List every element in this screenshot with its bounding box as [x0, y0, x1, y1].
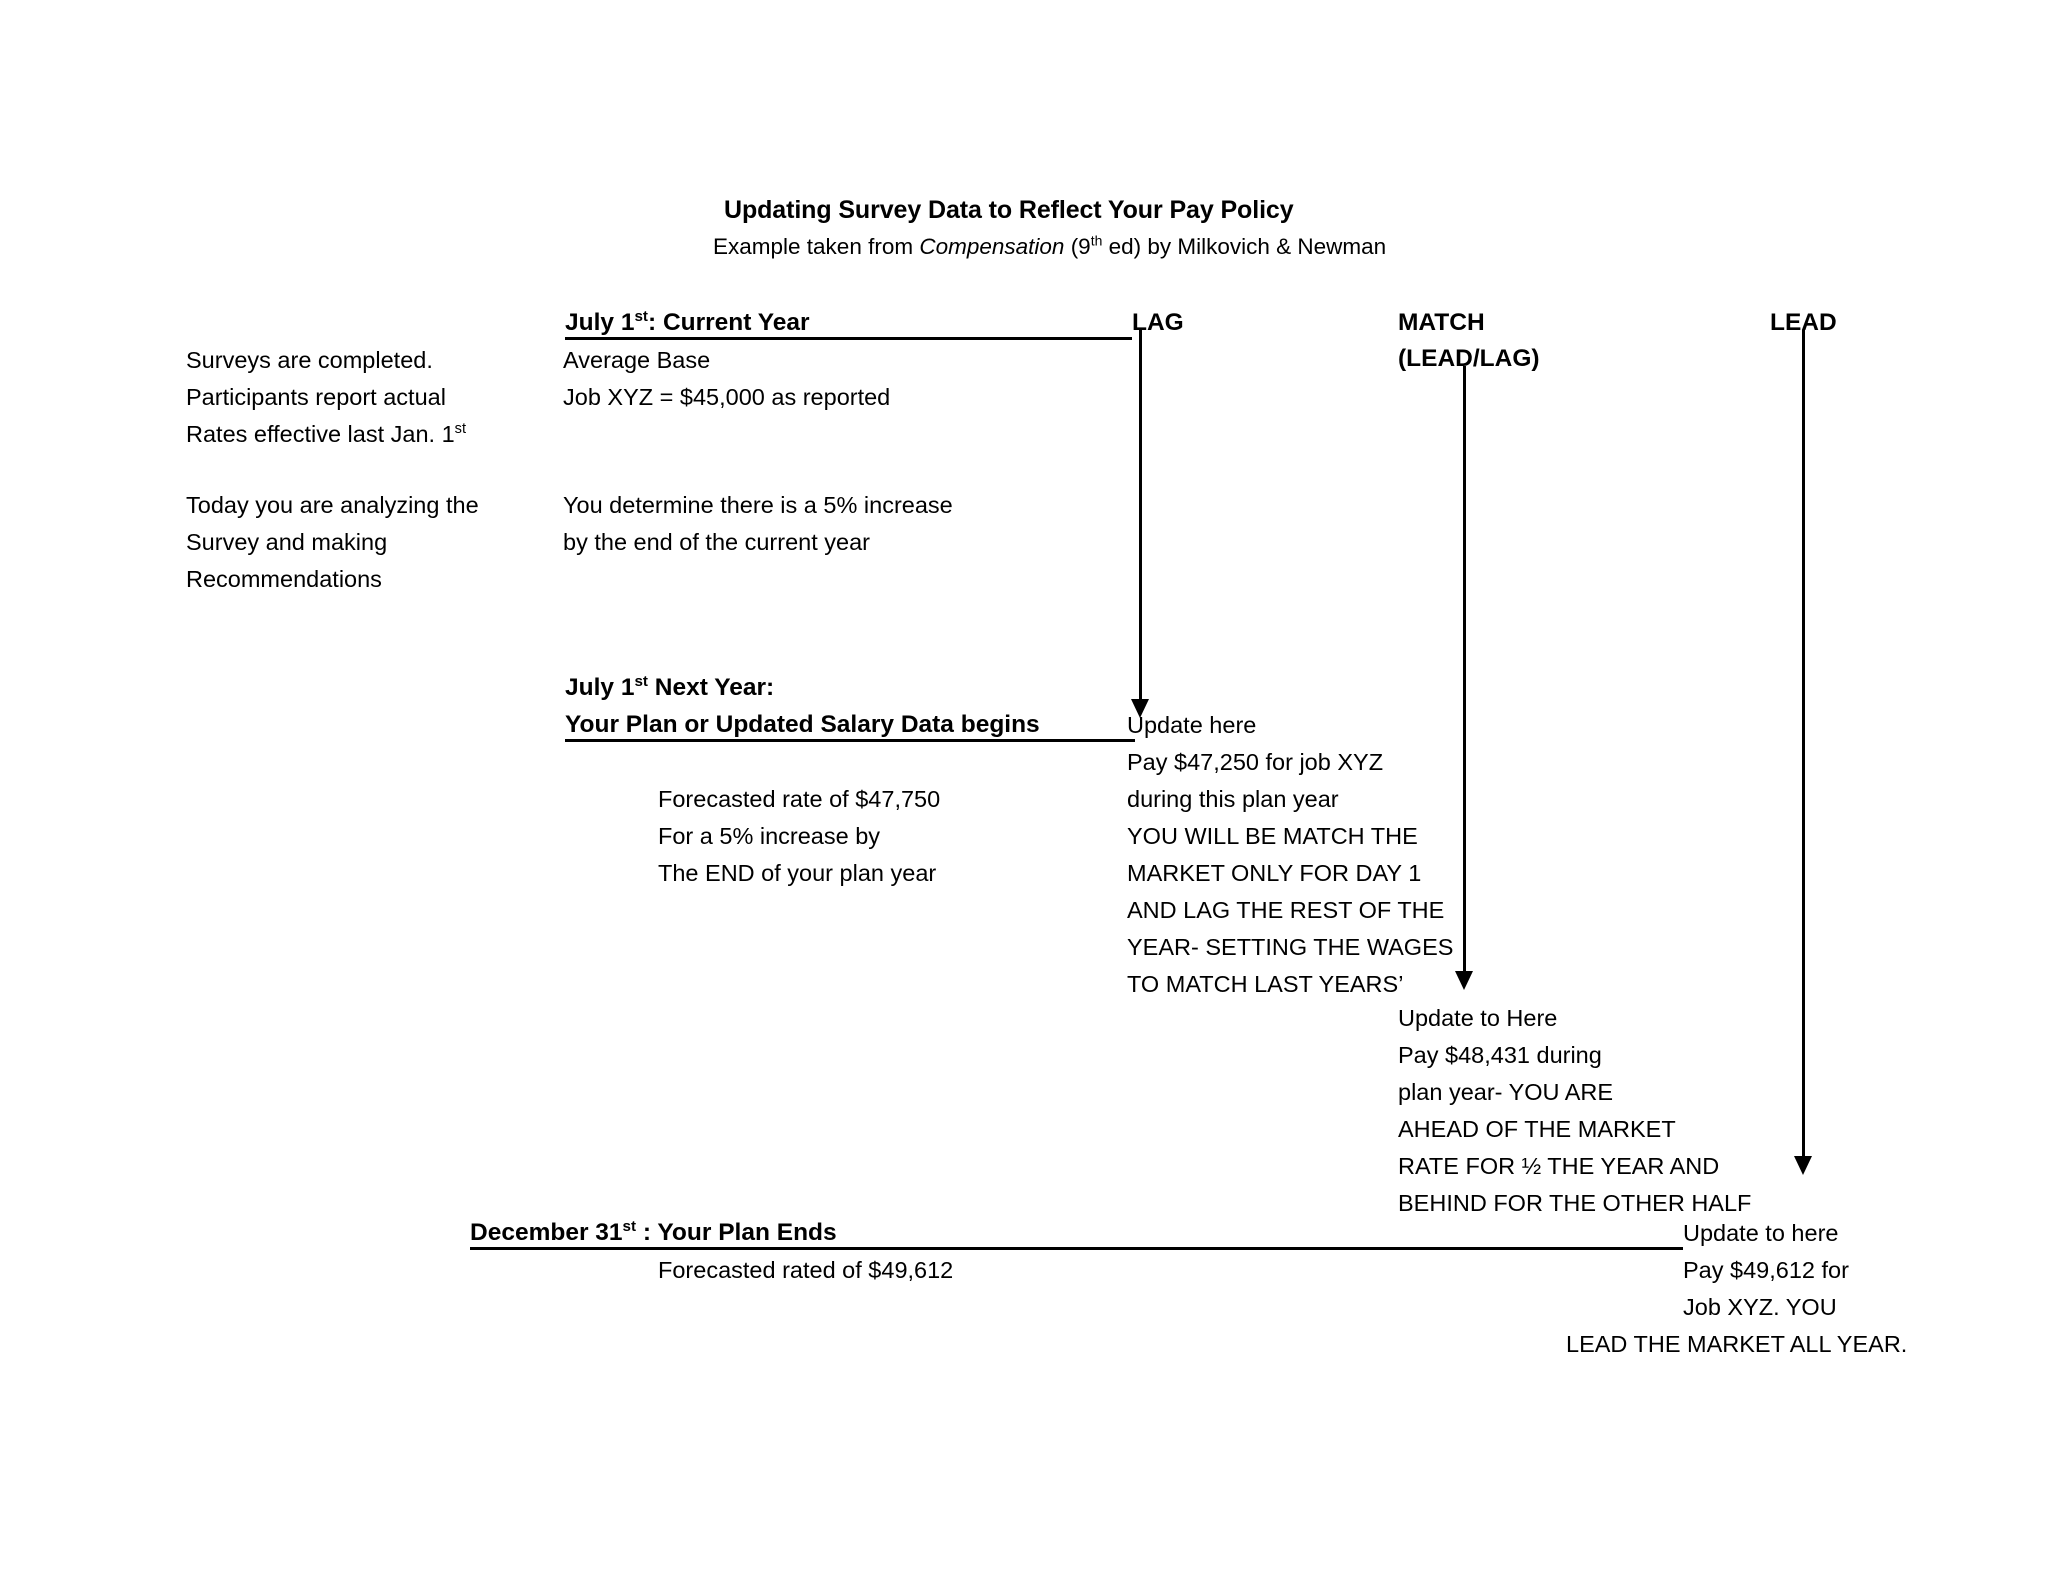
timeline-heading-ordinal: st — [634, 307, 648, 325]
lag-line-7: YEAR- SETTING THE WAGES — [1127, 934, 1454, 960]
center-current-year-line-2: Job XYZ = $45,000 as reported — [563, 384, 891, 410]
match-line-3: plan year- YOU ARE — [1398, 1079, 1614, 1105]
timeline-heading-next-year: July 1st Next Year: — [565, 670, 774, 706]
lead-line-3: Job XYZ. YOU — [1683, 1294, 1837, 1320]
match-line-5: RATE FOR ½ THE YEAR AND — [1398, 1153, 1720, 1179]
left-block-today: Today you are analyzing the Survey and m… — [186, 487, 479, 598]
timeline-heading-pre: July 1 — [565, 309, 635, 336]
center-current-year-line-1: Average Base — [563, 347, 711, 373]
center-forecast-line-3: The END of your plan year — [658, 860, 937, 886]
left-block-surveys-line-2: Participants report actual — [186, 384, 446, 410]
plan-ends-underline — [470, 1247, 1683, 1250]
timeline-heading-post: : Current Year — [647, 309, 810, 336]
lag-line-3: during this plan year — [1127, 786, 1339, 812]
lag-line-8: TO MATCH LAST YEARS’ — [1127, 971, 1404, 997]
plan-ends-heading: December 31st : Your Plan Ends — [470, 1215, 837, 1251]
left-block-today-line-3: Recommendations — [186, 566, 382, 592]
column-header-match-sub: (LEAD/LAG) — [1398, 345, 1540, 372]
match-column-body: Update to Here Pay $48,431 during plan y… — [1398, 1000, 1751, 1222]
center-block-current-year: Average Base Job XYZ = $45,000 as report… — [563, 342, 890, 416]
lag-column-body: Update here Pay $47,250 for job XYZ duri… — [1127, 707, 1453, 1003]
lead-line-2: Pay $49,612 for — [1683, 1257, 1849, 1283]
center-increase-note-line-1: You determine there is a 5% increase — [563, 492, 953, 518]
plan-ends-ordinal: st — [622, 1217, 637, 1235]
left-block-today-line-2: Survey and making — [186, 529, 388, 555]
lag-line-2: Pay $47,250 for job XYZ — [1127, 749, 1384, 775]
lag-line-4: YOU WILL BE MATCH THE — [1127, 823, 1418, 849]
plan-ends-pre: December 31 — [470, 1219, 623, 1246]
center-block-forecast: Forecasted rate of $47,750 For a 5% incr… — [658, 781, 940, 892]
next-year-heading-post: Next Year: — [647, 674, 775, 701]
timeline-heading-current-year: July 1st: Current Year — [565, 305, 810, 341]
subtitle-edition-ordinal: th — [1090, 232, 1103, 249]
center-forecast-line-1: Forecasted rate of $47,750 — [658, 786, 941, 812]
plan-ends-post: : Your Plan Ends — [636, 1219, 837, 1246]
center-increase-note-line-2: by the end of the current year — [563, 529, 870, 555]
match-line-6: BEHIND FOR THE OTHER HALF — [1398, 1190, 1752, 1216]
subtitle-suffix: ed) by Milkovich & Newman — [1102, 234, 1387, 259]
left-block-surveys: Surveys are completed. Participants repo… — [186, 342, 466, 453]
current-year-underline — [565, 337, 1132, 340]
page-title: Updating Survey Data to Reflect Your Pay… — [724, 196, 1294, 224]
footer-forecast: Forecasted rated of $49,612 — [658, 1257, 954, 1283]
column-header-match: MATCH — [1398, 309, 1485, 336]
next-year-heading-pre: July 1 — [565, 674, 635, 701]
match-line-1: Update to Here — [1398, 1005, 1558, 1031]
left-block-surveys-line-3: Rates effective last Jan. 1st — [186, 416, 466, 453]
page-subtitle: Example taken from Compensation (9th ed)… — [713, 234, 1386, 260]
left-block-surveys-ordinal: st — [454, 421, 466, 438]
match-line-2: Pay $48,431 during — [1398, 1042, 1602, 1068]
lead-line-1: Update to here — [1683, 1220, 1839, 1246]
center-forecast-line-2: For a 5% increase by — [658, 823, 881, 849]
left-block-surveys-line-3-text: Rates effective last Jan. 1 — [186, 421, 455, 447]
lag-line-1: Update here — [1127, 712, 1257, 738]
plan-begins-underline — [565, 739, 1135, 742]
subtitle-edition-open: (9 — [1064, 234, 1091, 259]
left-block-surveys-line-1: Surveys are completed. — [186, 347, 433, 373]
subtitle-prefix: Example taken from — [713, 234, 920, 259]
match-line-4: AHEAD OF THE MARKET — [1398, 1116, 1676, 1142]
lead-line-4: LEAD THE MARKET ALL YEAR. — [1566, 1331, 1908, 1357]
next-year-heading-ordinal: st — [634, 672, 648, 690]
lag-line-5: MARKET ONLY FOR DAY 1 — [1127, 860, 1422, 886]
lag-line-6: AND LAG THE REST OF THE — [1127, 897, 1445, 923]
plan-begins-heading: Your Plan or Updated Salary Data begins — [565, 711, 1040, 738]
subtitle-book-title: Compensation — [919, 234, 1065, 259]
center-block-increase-note: You determine there is a 5% increase by … — [563, 487, 953, 561]
left-block-today-line-1: Today you are analyzing the — [186, 492, 479, 518]
